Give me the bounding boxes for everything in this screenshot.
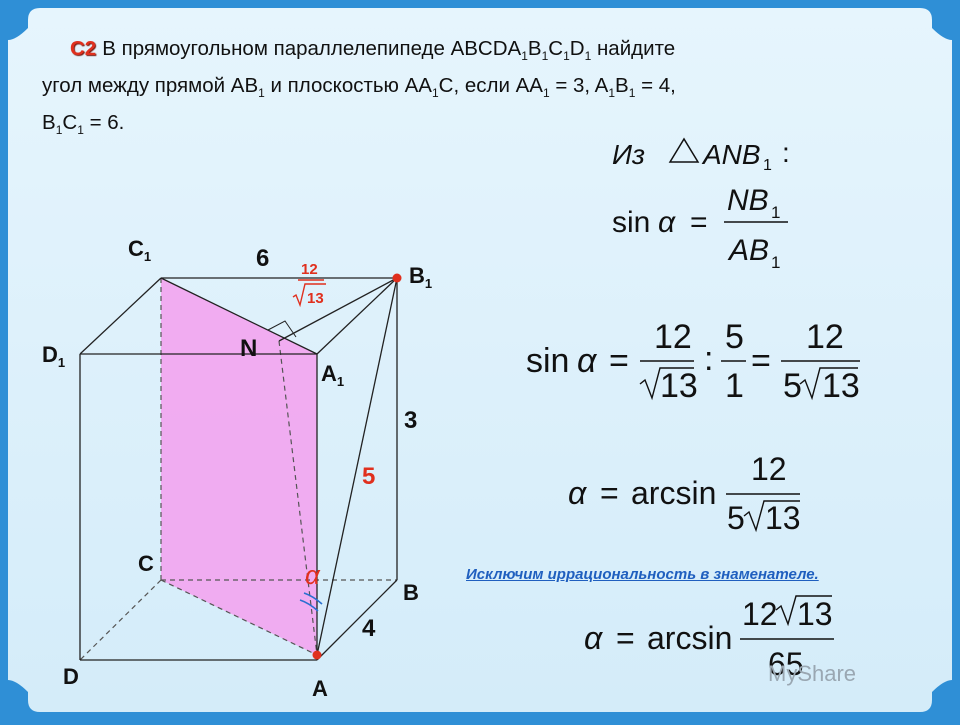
svg-text:5: 5 <box>727 500 745 536</box>
formula-sin-definition: sin α = NB 1 AB 1 <box>612 184 788 272</box>
section-plane <box>161 278 317 655</box>
svg-text:α: α <box>577 342 598 380</box>
svg-text:13: 13 <box>660 367 698 405</box>
point-a <box>312 650 322 660</box>
svg-text:α: α <box>568 475 587 511</box>
rationalize-note: Исключим иррациональность в знаменателе. <box>466 566 819 583</box>
svg-text:=: = <box>609 342 629 380</box>
formula-arcsin: α = arcsin 12 5 13 <box>568 451 801 536</box>
label-d1: D1 <box>42 342 65 370</box>
watermark: MyShare <box>768 661 857 686</box>
svg-text:sin: sin <box>526 342 569 380</box>
svg-text:65: 65 <box>768 646 804 682</box>
svg-text:1: 1 <box>763 157 772 174</box>
svg-text:1: 1 <box>771 203 780 222</box>
svg-text:1: 1 <box>771 253 780 272</box>
svg-text:ANB: ANB <box>701 139 761 170</box>
svg-text:13: 13 <box>822 367 860 405</box>
hidden-edges <box>79 278 397 661</box>
svg-text:5: 5 <box>783 367 802 405</box>
angle-arcs <box>299 592 323 612</box>
svg-text:13: 13 <box>765 500 801 536</box>
svg-text:5: 5 <box>725 318 744 356</box>
svg-text:=: = <box>616 620 635 656</box>
svg-text:AB: AB <box>727 234 769 267</box>
svg-text:arcsin: arcsin <box>631 475 716 511</box>
length-b1c1: 6 <box>256 245 269 272</box>
svg-text::: : <box>782 137 790 168</box>
svg-text:13: 13 <box>797 596 833 632</box>
label-a1: A1 <box>321 361 344 389</box>
visible-edges <box>79 277 398 661</box>
length-ab1: 5 <box>362 463 375 490</box>
svg-text:12: 12 <box>806 318 844 356</box>
formula-arcsin-rationalized: α = arcsin 12 13 65 <box>584 595 834 682</box>
problem-code: C2 <box>70 37 97 60</box>
label-a: A <box>312 676 328 701</box>
svg-text:=: = <box>751 342 771 380</box>
svg-text:12: 12 <box>301 261 318 278</box>
label-c: C <box>138 551 154 576</box>
svg-text:α: α <box>584 620 603 656</box>
edge-lengths: 6 3 5 4 <box>256 245 417 642</box>
length-ab: 4 <box>362 615 376 642</box>
svg-text:12: 12 <box>654 318 692 356</box>
svg-text:Из: Из <box>612 139 645 170</box>
label-b1: B1 <box>409 263 432 291</box>
alpha-label: α <box>305 560 321 590</box>
length-nb1: 12 13 <box>292 261 326 308</box>
point-b1 <box>392 273 402 283</box>
svg-text:=: = <box>600 475 619 511</box>
right-angle-mark <box>267 320 297 338</box>
svg-text:sin: sin <box>612 206 650 239</box>
formula-from-triangle: Из ANB 1 : <box>612 137 790 174</box>
svg-text:NB: NB <box>727 184 769 217</box>
svg-text:α: α <box>658 206 676 239</box>
svg-text::: : <box>704 340 713 378</box>
svg-text:=: = <box>690 206 708 239</box>
vertex-labels: C1 B1 D1 A1 N C B D A <box>42 236 432 701</box>
formula-sin-value: sin α = 12 13 : 5 1 = 12 5 13 <box>526 318 860 405</box>
svg-text:1: 1 <box>725 367 744 405</box>
svg-text:12: 12 <box>751 451 787 487</box>
svg-text:arcsin: arcsin <box>647 620 732 656</box>
label-d: D <box>63 664 79 689</box>
svg-text:12: 12 <box>742 596 778 632</box>
label-b: B <box>403 580 419 605</box>
svg-text:13: 13 <box>307 290 324 307</box>
label-c1: C1 <box>128 236 151 264</box>
label-n: N <box>240 335 257 362</box>
length-bb1: 3 <box>404 407 417 434</box>
